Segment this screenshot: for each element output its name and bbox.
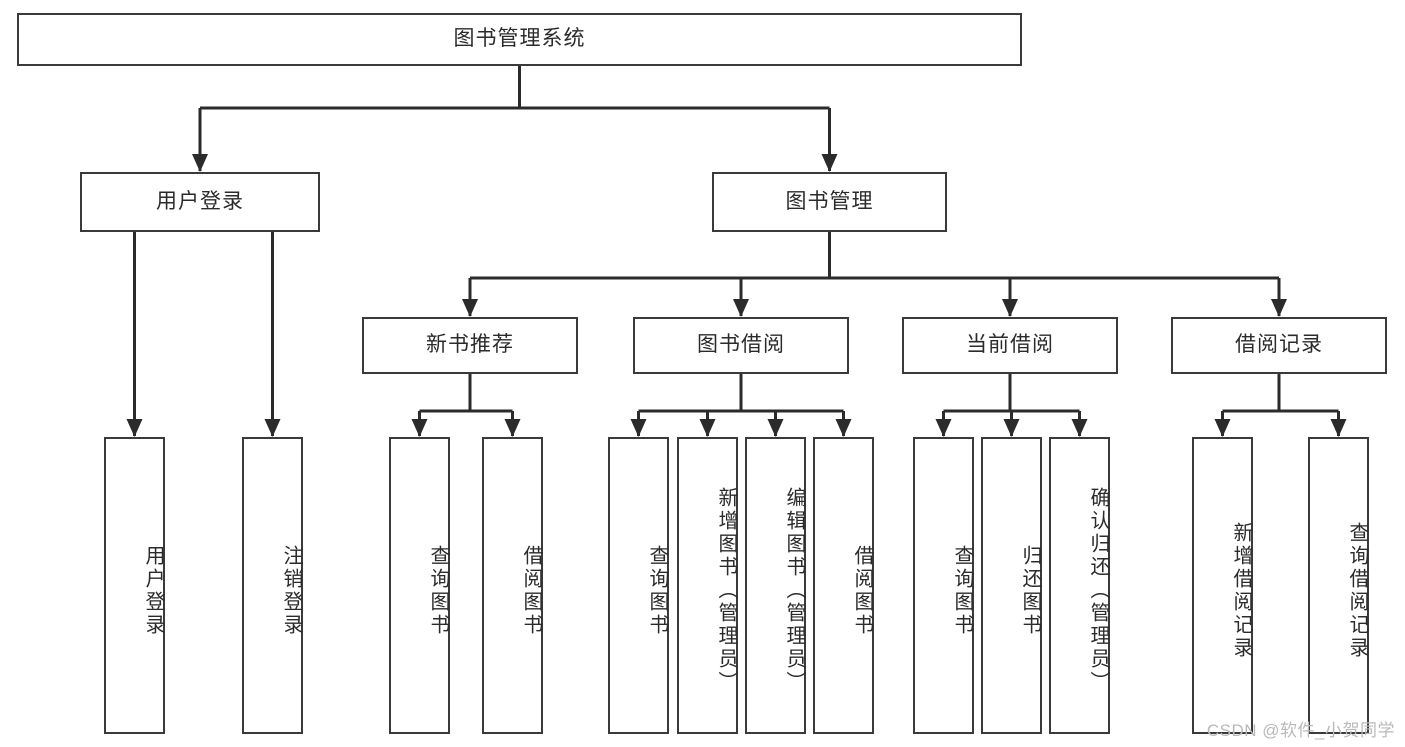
node-r-add[interactable]: 新增借阅记录: [1192, 437, 1253, 734]
node-n-borrow[interactable]: 借阅图书: [482, 437, 543, 734]
node-label: 查询图书: [427, 544, 449, 637]
node-label: 新增借阅记录: [1230, 521, 1252, 660]
node-current[interactable]: 当前借阅: [902, 317, 1118, 374]
node-label: 图书管理: [785, 189, 874, 213]
node-label: 编辑图书（管理员）: [783, 487, 805, 694]
node-label: 借阅记录: [1235, 333, 1323, 357]
node-r-query[interactable]: 查询借阅记录: [1308, 437, 1369, 734]
node-label: 借阅图书: [520, 544, 542, 637]
node-login[interactable]: 用户登录: [80, 172, 320, 232]
node-b-add[interactable]: 新增图书（管理员）: [677, 437, 738, 734]
node-root[interactable]: 图书管理系统: [17, 13, 1022, 66]
node-c-confirm[interactable]: 确认归还（管理员）: [1049, 437, 1110, 734]
node-c-return[interactable]: 归还图书: [981, 437, 1042, 734]
node-l-logout[interactable]: 注销登录: [242, 437, 303, 734]
node-label: 图书管理系统: [453, 27, 586, 51]
node-label: 归还图书: [1019, 544, 1041, 637]
node-label: 查询图书: [951, 544, 973, 637]
node-label: 当前借阅: [966, 333, 1054, 357]
node-label: 查询借阅记录: [1346, 521, 1368, 660]
node-records[interactable]: 借阅记录: [1171, 317, 1387, 374]
node-label: 确认归还（管理员）: [1087, 487, 1109, 694]
node-label: 借阅图书: [851, 544, 873, 637]
node-label: 用户登录: [142, 544, 164, 637]
watermark: CSDN @软件_小贺同学: [1206, 721, 1395, 740]
node-newbook[interactable]: 新书推荐: [362, 317, 578, 374]
node-l-login[interactable]: 用户登录: [104, 437, 165, 734]
node-label: 查询图书: [646, 544, 668, 637]
node-b-query[interactable]: 查询图书: [608, 437, 669, 734]
node-b-lend[interactable]: 借阅图书: [813, 437, 874, 734]
node-label: 注销登录: [280, 544, 302, 637]
node-borrow[interactable]: 图书借阅: [633, 317, 849, 374]
node-c-query[interactable]: 查询图书: [913, 437, 974, 734]
node-label: 用户登录: [156, 189, 244, 213]
node-label: 新增图书（管理员）: [715, 487, 737, 694]
node-label: 图书借阅: [697, 333, 785, 357]
node-n-query[interactable]: 查询图书: [389, 437, 450, 734]
node-bookmgmt[interactable]: 图书管理: [712, 172, 947, 232]
node-b-edit[interactable]: 编辑图书（管理员）: [745, 437, 806, 734]
node-label: 新书推荐: [426, 333, 514, 357]
